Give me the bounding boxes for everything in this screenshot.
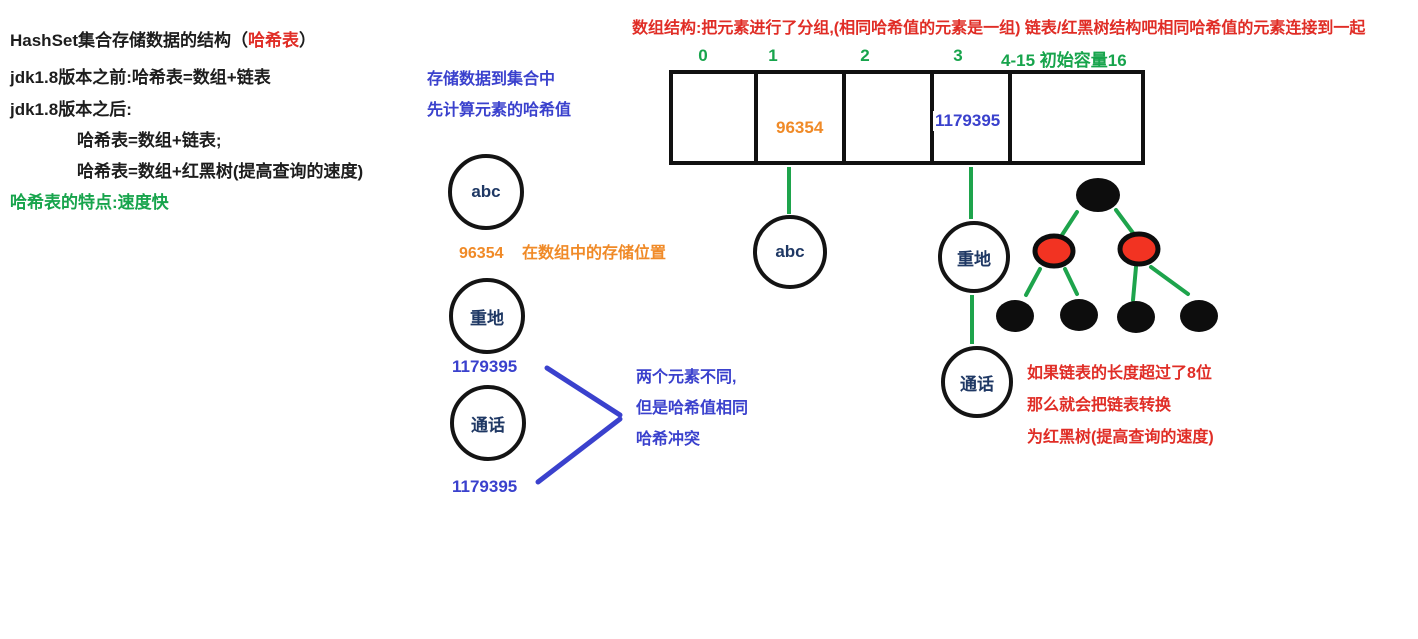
tree-nodes <box>996 178 1218 333</box>
tree-edges <box>1024 208 1190 302</box>
title-highlight: 哈希表 <box>248 31 300 50</box>
tree-node-leaf4-black <box>1180 300 1218 332</box>
bucket-tonghua-label: 通话 <box>960 374 994 394</box>
tree-edge-root-right <box>1114 208 1135 235</box>
tonghua-hash-value: 1179395 <box>452 477 518 496</box>
element-abc-label: abc <box>471 182 501 201</box>
note-hashset-title: HashSet集合存储数据的结构（哈希表） <box>10 26 316 51</box>
bucket-circle-zhongdi: 重地 <box>938 221 1010 293</box>
note-jdk-before: jdk1.8版本之前:哈希表=数组+链表 <box>10 68 271 87</box>
note-array-linkedlist: 哈希表=数组+链表; <box>77 131 222 150</box>
note-array-structure: 数组结构:把元素进行了分组,(相同哈希值的元素是一组) 链表/红黑树结构吧相同哈… <box>632 20 1366 37</box>
treeify-note-line3: 为红黑树(提高查询的速度) <box>1027 429 1214 446</box>
hash-array <box>669 70 1145 165</box>
element-circle-tonghua: 通话 <box>450 385 526 461</box>
tree-edge-left-leaf2 <box>1063 267 1079 296</box>
tree-node-leaf2-black <box>1060 299 1098 331</box>
array-cell3-value: 1179395 <box>933 111 1003 131</box>
array-cell1-value: 96354 <box>776 118 824 137</box>
hash-position-number: 96354 <box>459 245 504 262</box>
note-jdk-after: jdk1.8版本之后: <box>10 100 132 119</box>
zhongdi-hash-value: 1179395 <box>452 357 518 376</box>
collision-line-bottom <box>535 416 623 485</box>
bucket-circle-abc: abc <box>753 215 827 289</box>
array-divider-4 <box>1008 74 1012 161</box>
tree-node-red-left <box>1032 233 1076 269</box>
bucket-zhongdi-label: 重地 <box>957 249 991 269</box>
note-hash-collision: 两个元素不同, 但是哈希值相同 哈希冲突 <box>636 362 748 455</box>
bucket-circle-tonghua: 通话 <box>941 346 1013 418</box>
collision-note-line2: 但是哈希值相同 <box>636 400 749 417</box>
array-divider-2 <box>842 74 846 161</box>
tree-edge-right-leaf4 <box>1149 265 1190 296</box>
array-divider-1 <box>754 74 758 161</box>
tree-node-root-black <box>1076 178 1120 212</box>
title-prefix: HashSet集合存储数据的结构（ <box>10 31 249 50</box>
collision-note-line3: 哈希冲突 <box>636 431 701 448</box>
array-capacity-label: 4-15 初始容量16 <box>1001 51 1127 70</box>
array-index-2: 2 <box>860 46 870 65</box>
tree-edge-right-leaf3 <box>1131 265 1138 302</box>
array-index-1: 1 <box>768 46 778 65</box>
note-hashtable-feature: 哈希表的特点:速度快 <box>10 193 169 212</box>
element-circle-abc: abc <box>448 154 524 230</box>
tree-edge-left-leaf1 <box>1024 267 1042 297</box>
element-zhongdi-label: 重地 <box>470 308 504 328</box>
array-index-3: 3 <box>953 46 963 65</box>
array-divider-3 <box>930 74 934 161</box>
array-index-0: 0 <box>698 46 708 65</box>
note-store-to-set: 存储数据到集合中 先计算元素的哈希值 <box>427 64 571 126</box>
tree-edge-root-left <box>1060 210 1079 237</box>
note-array-rbtree: 哈希表=数组+红黑树(提高查询的速度) <box>77 162 364 181</box>
treeify-note-line2: 那么就会把链表转换 <box>1027 397 1172 414</box>
store-note-line2: 先计算元素的哈希值 <box>427 102 572 119</box>
collision-note-line1: 两个元素不同, <box>636 369 737 386</box>
treeify-note-line1: 如果链表的长度超过了8位 <box>1027 365 1212 382</box>
element-circle-zhongdi: 重地 <box>449 278 525 354</box>
store-note-line1: 存储数据到集合中 <box>427 71 556 88</box>
tree-node-leaf1-black <box>996 300 1034 332</box>
title-suffix: ） <box>299 31 317 50</box>
tree-node-leaf3-black <box>1117 301 1155 333</box>
element-tonghua-label: 通话 <box>471 415 505 435</box>
collision-line-top <box>544 365 623 418</box>
note-hash-position: 96354 在数组中的存储位置 <box>459 239 666 263</box>
hash-position-text: 在数组中的存储位置 <box>521 245 666 262</box>
tree-node-red-right <box>1117 231 1161 267</box>
bucket-abc-label: abc <box>775 242 805 261</box>
note-treeify: 如果链表的长度超过了8位 那么就会把链表转换 为红黑树(提高查询的速度) <box>1027 358 1214 454</box>
